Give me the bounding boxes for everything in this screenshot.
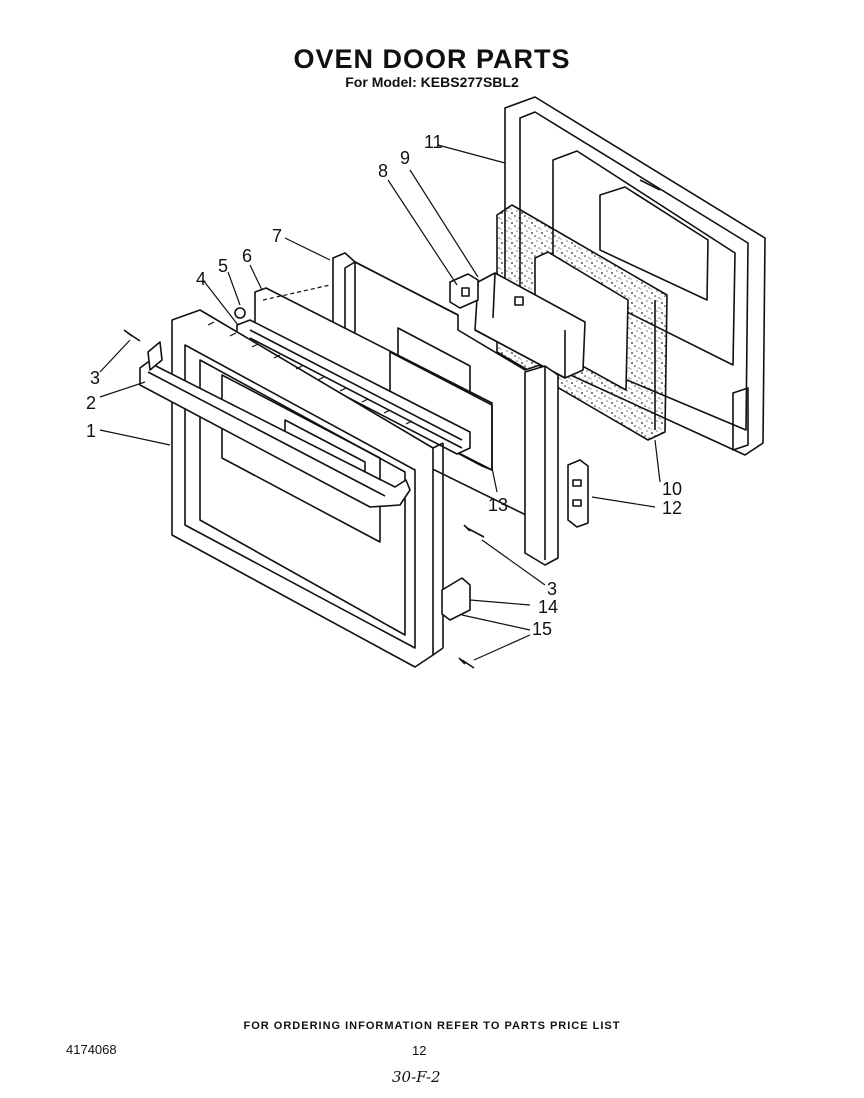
ordering-info-note: FOR ORDERING INFORMATION REFER TO PARTS … (243, 1020, 621, 1032)
model-subtitle: For Model: KEBS277SBL2 (345, 74, 519, 90)
callout-3-left: 3 (90, 368, 100, 388)
callout-15: 15 (532, 619, 552, 639)
callout-8: 8 (378, 161, 388, 181)
part-4-vent-strip (236, 319, 471, 455)
exploded-parts-diagram: 3 2 1 4 5 6 7 8 9 11 13 10 12 3 14 15 (86, 96, 766, 669)
handwritten-note: 30-F-2 (392, 1068, 441, 1086)
callout-3-right: 3 (547, 579, 557, 599)
screw-5 (234, 307, 246, 319)
page-number: 12 (412, 1043, 427, 1058)
callout-labels: 3 2 1 4 5 6 7 8 9 11 13 10 12 3 14 15 (86, 132, 682, 639)
callout-6: 6 (242, 246, 252, 266)
callout-7: 7 (272, 226, 282, 246)
screw-3-left (123, 329, 141, 342)
callout-2: 2 (86, 393, 96, 413)
callout-10: 10 (662, 479, 682, 499)
part-12-hinge-bracket (567, 459, 589, 528)
screw-15 (458, 657, 475, 669)
callout-14: 14 (538, 597, 558, 617)
callout-5: 5 (218, 256, 228, 276)
page-title: OVEN DOOR PARTS (293, 44, 571, 74)
part-14-hinge (441, 577, 471, 621)
part-8-latch (449, 273, 479, 309)
callout-9: 9 (400, 148, 410, 168)
part-2-door-handle (139, 341, 411, 508)
callout-1: 1 (86, 421, 96, 441)
callout-12: 12 (662, 498, 682, 518)
callout-11: 11 (424, 132, 443, 152)
screw-3-right (463, 524, 485, 538)
callout-13: 13 (488, 495, 508, 515)
leader-lines (99, 144, 661, 661)
document-number: 4174068 (66, 1042, 117, 1057)
part-13-side-channel (524, 365, 559, 566)
callout-4: 4 (196, 269, 206, 289)
